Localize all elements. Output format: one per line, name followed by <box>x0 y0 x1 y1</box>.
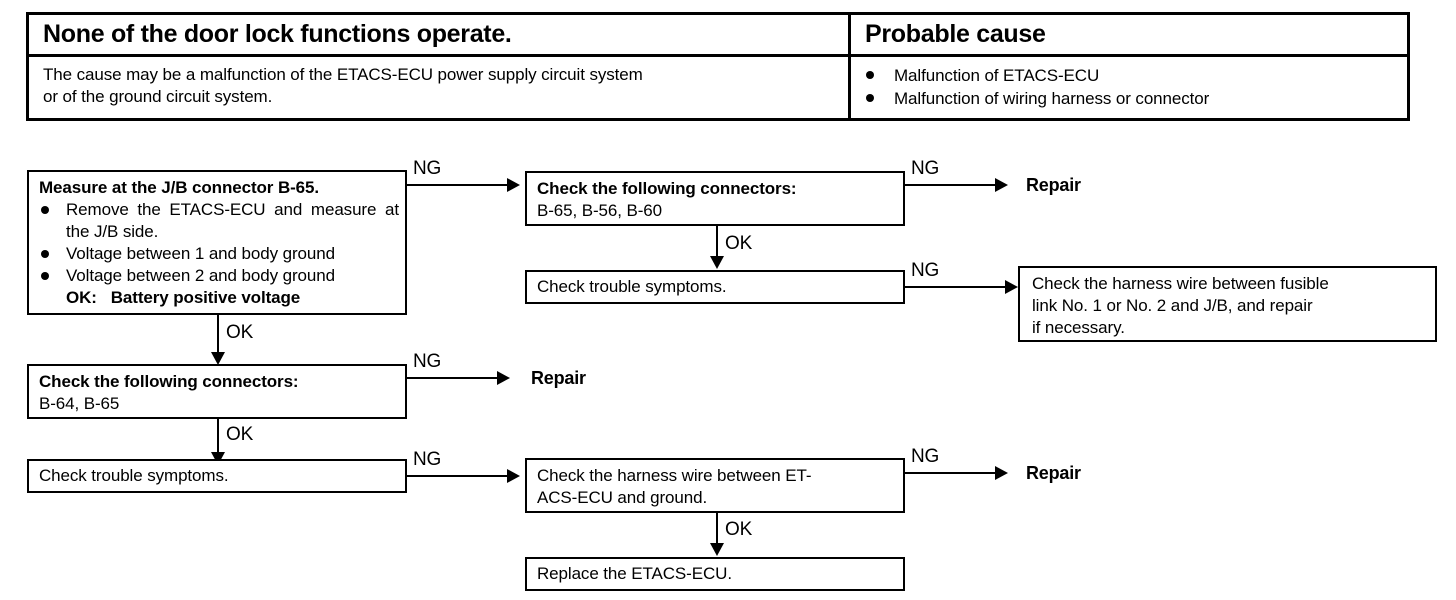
header-cell-cause: Probable cause <box>851 15 1407 54</box>
connector-line-ng-2 <box>905 184 995 186</box>
connector-line-ng-6 <box>905 472 995 474</box>
edge-label-ok-4: OK <box>725 519 753 540</box>
flow-box-connectors-left: Check the following connectors: B-64, B-… <box>27 364 407 419</box>
connectors-top-title: Check the following connectors: <box>537 179 797 198</box>
list-item: Remove the ETACS-ECU and measure at the … <box>39 199 405 243</box>
edge-label-ng-4: NG <box>413 351 442 372</box>
arrow-head-ok-4 <box>710 543 724 556</box>
connectors-left-list: B-64, B-65 <box>39 394 120 414</box>
body-cell-description: The cause may be a malfunction of the ET… <box>29 57 851 119</box>
arrow-head-ng-4 <box>497 371 510 385</box>
list-item: Voltage between 1 and body ground <box>39 243 405 265</box>
edge-label-ng-3: NG <box>911 260 940 281</box>
flow-result-repair-2: Repair <box>531 368 586 388</box>
measure-jb-bullets: Remove the ETACS-ECU and measure at the … <box>39 199 405 287</box>
description-line-2: or of the ground circuit system. <box>43 87 273 107</box>
description-text: The cause may be a malfunction of the ET… <box>43 64 836 109</box>
connectors-top-list: B-65, B-56, B-60 <box>537 201 663 221</box>
arrow-head-ng-2 <box>995 178 1008 192</box>
flow-box-harness-fusible: Check the harness wire between fusible l… <box>1018 266 1437 342</box>
edge-label-ok-2: OK <box>725 233 753 254</box>
harness-fusible-line-1: Check the harness wire between fusible <box>1032 274 1329 293</box>
harness-fusible-line-3: if necessary. <box>1032 318 1125 338</box>
flow-result-repair-1: Repair <box>1026 175 1081 195</box>
flow-box-trouble-left: Check trouble symptoms. <box>27 459 407 493</box>
probable-cause-list: Malfunction of ETACS-ECU Malfunction of … <box>863 64 1397 110</box>
ok-label: OK: <box>66 288 97 308</box>
trouble-top-text: Check trouble symptoms. <box>537 277 727 296</box>
harness-ground-line-2: ACS-ECU and ground. <box>537 488 708 508</box>
cause-title: Probable cause <box>865 20 1046 48</box>
edge-label-ng-5: NG <box>413 449 442 470</box>
list-item: Malfunction of ETACS-ECU <box>863 64 1397 87</box>
list-item: Voltage between 2 and body ground <box>39 265 405 287</box>
flow-box-measure-jb: Measure at the J/B connector B-65. Remov… <box>27 170 407 315</box>
arrow-head-ok-2 <box>710 256 724 269</box>
flow-box-connectors-top: Check the following connectors: B-65, B-… <box>525 171 905 226</box>
connector-line-ok-1 <box>217 315 219 352</box>
header-cell-symptom: None of the door lock functions operate. <box>29 15 851 54</box>
harness-ground-line-1: Check the harness wire between ET- <box>537 466 812 485</box>
connector-line-ok-2 <box>716 226 718 256</box>
arrow-head-ok-1 <box>211 352 225 365</box>
connector-line-ng-3 <box>905 286 1005 288</box>
measure-jb-title: Measure at the J/B connector B-65. <box>39 178 320 197</box>
connector-line-ok-3 <box>217 419 219 452</box>
symptom-title: None of the door lock functions operate. <box>43 20 512 48</box>
connector-line-ng-1 <box>407 184 507 186</box>
arrow-head-ng-3 <box>1005 280 1018 294</box>
description-line-1: The cause may be a malfunction of the ET… <box>43 65 643 84</box>
measure-jb-ok-condition: OK: Battery positive voltage <box>39 287 405 309</box>
edge-label-ng-6: NG <box>911 446 940 467</box>
connector-line-ok-4 <box>716 513 718 543</box>
edge-label-ng-1: NG <box>413 158 442 179</box>
body-cell-causes: Malfunction of ETACS-ECU Malfunction of … <box>851 57 1407 118</box>
trouble-left-text: Check trouble symptoms. <box>39 466 229 485</box>
flow-box-trouble-top: Check trouble symptoms. <box>525 270 905 304</box>
ok-value: Battery positive voltage <box>110 288 301 308</box>
edge-label-ng-2: NG <box>911 158 940 179</box>
flow-box-harness-ground: Check the harness wire between ET- ACS-E… <box>525 458 905 513</box>
symptom-table: None of the door lock functions operate.… <box>26 12 1410 122</box>
table-header-row: None of the door lock functions operate.… <box>29 15 1407 57</box>
arrow-head-ng-6 <box>995 466 1008 480</box>
connector-line-ng-5 <box>407 475 507 477</box>
flow-box-replace-ecu: Replace the ETACS-ECU. <box>525 557 905 591</box>
arrow-head-ng-5 <box>507 469 520 483</box>
edge-label-ok-1: OK <box>226 322 254 343</box>
replace-ecu-text: Replace the ETACS-ECU. <box>537 564 732 583</box>
harness-fusible-line-2: link No. 1 or No. 2 and J/B, and repair <box>1032 296 1313 316</box>
edge-label-ok-3: OK <box>226 424 254 445</box>
table-body-row: The cause may be a malfunction of the ET… <box>29 57 1407 119</box>
arrow-head-ng-1 <box>507 178 520 192</box>
connector-line-ng-4 <box>407 377 497 379</box>
connectors-left-title: Check the following connectors: <box>39 372 299 391</box>
list-item: Malfunction of wiring harness or connect… <box>863 87 1397 110</box>
flow-result-repair-3: Repair <box>1026 463 1081 483</box>
